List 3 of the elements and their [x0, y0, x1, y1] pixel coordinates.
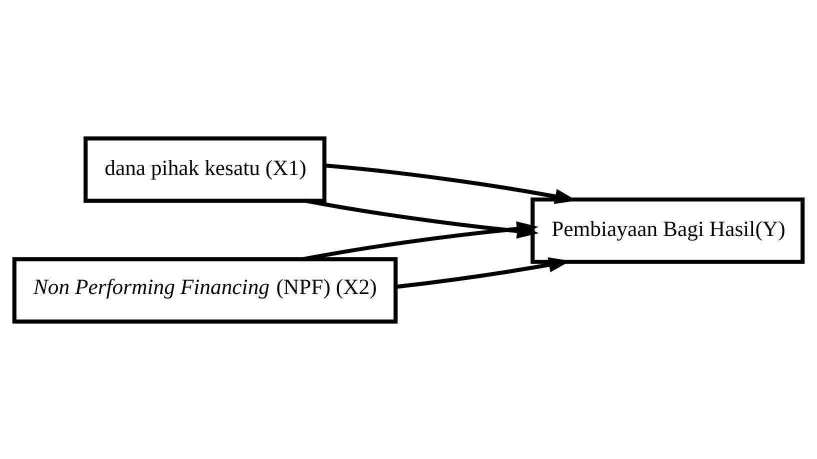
node-box: dana pihak kesatu (X1) [84, 136, 326, 202]
node-box: Pembiayaan Bagi Hasil(Y) [530, 196, 805, 264]
node-box: Non Performing Financing (NPF) (X2) [12, 256, 398, 324]
